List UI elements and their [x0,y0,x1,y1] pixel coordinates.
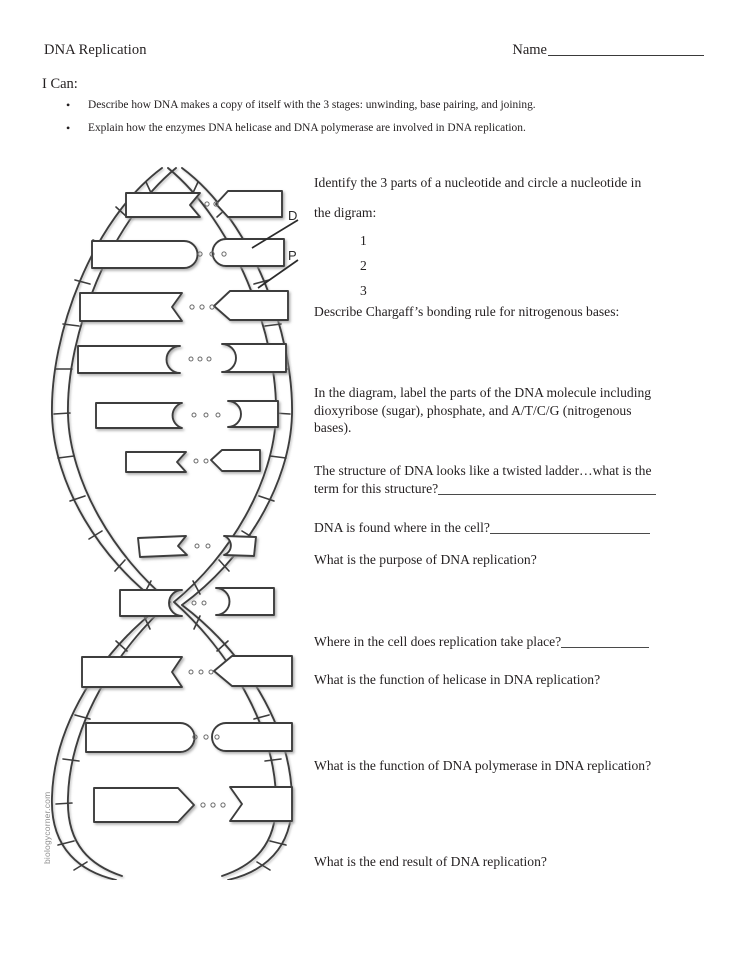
dna-double-helix-diagram: D P [30,160,320,880]
list-item[interactable]: 2 [360,258,367,273]
list-item[interactable]: 3 [360,283,367,298]
question-6: What is the purpose of DNA replication? [314,552,537,567]
list-item: • Explain how the enzymes DNA helicase a… [42,117,682,140]
question-10: What is the end result of DNA replicatio… [314,854,547,869]
objectives-heading: I Can: [42,76,78,92]
question-5-text: DNA is found where in the cell? [314,520,490,535]
question-7-answer-rule[interactable] [561,647,650,648]
deoxyribose-label: D [288,208,298,223]
objective-text: Explain how the enzymes DNA helicase and… [88,122,526,134]
question-3-line1: In the diagram, label the parts of the D… [314,385,652,400]
question-1-line2: the digram: [314,205,377,220]
nucleotide-parts-list: 1 2 3 [360,228,367,303]
question-1-line1: Identify the 3 parts of a nucleotide and… [314,175,642,190]
objectives-list: • Describe how DNA makes a copy of itsel… [42,94,682,140]
page-header: DNA Replication Name [44,42,704,64]
question-4: The structure of DNA looks like a twiste… [314,462,706,497]
bullet-icon: • [66,98,71,112]
question-5-answer-rule[interactable] [489,533,650,534]
question-4-answer-rule[interactable] [438,493,657,495]
question-7-text: Where in the cell does replication take … [314,634,562,649]
phosphate-label: P [288,248,297,263]
name-field-group: Name [512,42,704,59]
name-label: Name [512,42,547,58]
question-4-line1: The structure of DNA looks like a twiste… [314,463,652,478]
question-9: What is the function of DNA polymerase i… [314,758,652,773]
list-item[interactable]: 1 [360,233,367,248]
name-input-rule[interactable] [548,55,704,56]
dna-helix-svg [51,167,299,880]
biologycorner-watermark: biologycorner.com [42,791,52,864]
question-7: Where in the cell does replication take … [314,634,650,650]
label-leader-lines [251,219,299,289]
question-8: What is the function of helicase in DNA … [314,672,601,687]
question-3: In the diagram, label the parts of the D… [314,384,706,437]
question-4-line2: term for this structure? [314,480,439,496]
question-3-line2: dioxyribose (sugar), phosphate, and A/T/… [314,402,632,418]
objective-text: Describe how DNA makes a copy of itself … [88,99,536,111]
bullet-icon: • [66,121,71,135]
question-2: Describe Chargaff’s bonding rule for nit… [314,304,620,319]
question-5: DNA is found where in the cell? [314,520,650,536]
list-item: • Describe how DNA makes a copy of itsel… [42,94,682,117]
question-1: Identify the 3 parts of a nucleotide and… [314,168,706,228]
question-3-line3: bases). [314,420,352,435]
page-title: DNA Replication [44,42,147,58]
